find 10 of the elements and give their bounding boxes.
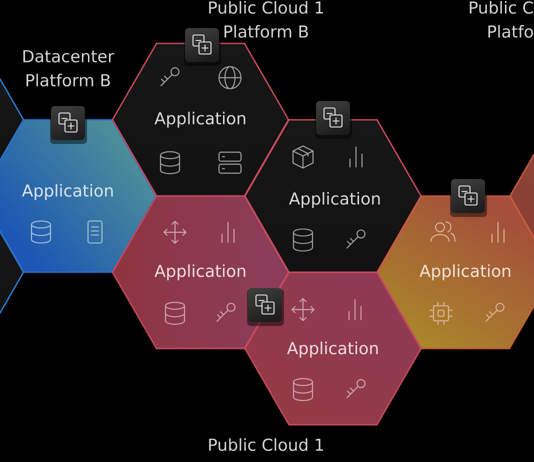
- group-label: Public Cloud 1 Platform B: [209, 1, 323, 38]
- hexagon: Application: [244, 119, 422, 273]
- hexagon: [0, 78, 24, 162]
- group-label: Datacenter Platform B: [23, 50, 114, 86]
- group-label: Public C Platfo: [470, 1, 533, 38]
- hexagon: Application: [112, 42, 290, 197]
- hexagon: [509, 154, 534, 238]
- hexagon: [0, 230, 24, 314]
- group-label: Public Cloud 1: [209, 438, 323, 451]
- hexagon: Application: [112, 195, 290, 350]
